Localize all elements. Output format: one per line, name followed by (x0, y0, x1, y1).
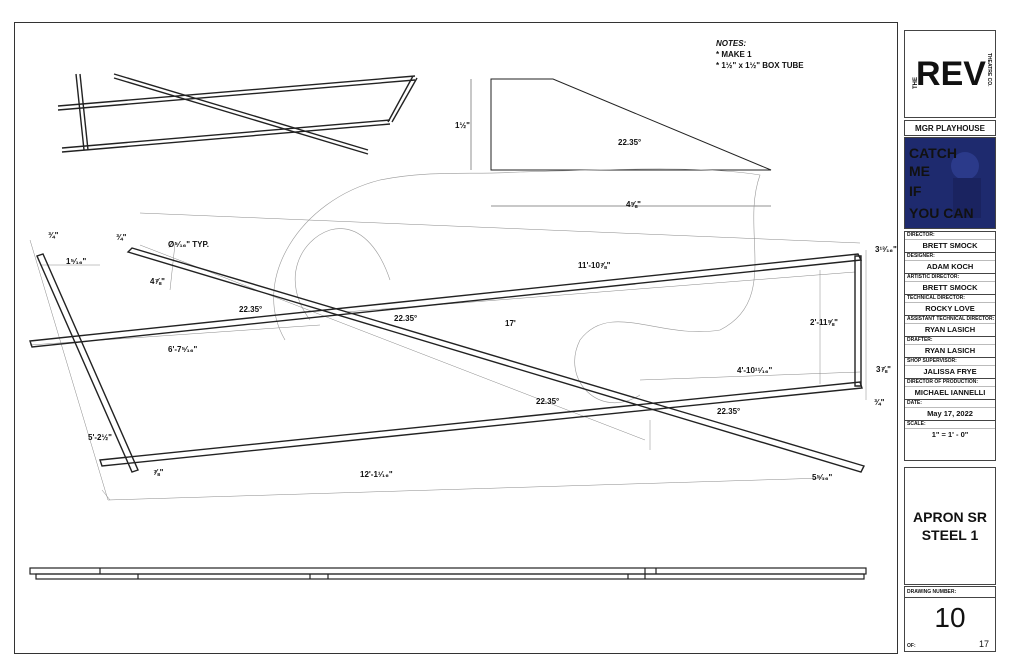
dim-left-leg: 5'-2½" (88, 433, 112, 442)
show-art-line: IF (909, 183, 922, 199)
credit-value: BRETT SMOCK (905, 239, 995, 252)
dim-bottom-mid: 4'-10¹¹⁄₁₆" (737, 366, 773, 375)
dim-right-low-tube: ¾" (874, 398, 885, 407)
dim-gusset-width: 4⅝" (626, 200, 641, 209)
credit-label: DRAFTER: (905, 336, 995, 344)
credit-value: 1" = 1' - 0" (905, 428, 995, 441)
credit-value: BRETT SMOCK (905, 281, 995, 294)
credit-value: RYAN LASICH (905, 344, 995, 357)
isometric-view (57, 73, 418, 155)
drawing-total: 17 (978, 639, 989, 649)
show-artwork: CATCH ME IF YOU CAN (904, 137, 996, 229)
drawing-frame (14, 22, 898, 654)
dim-tube-diag-inset: 4⅞" (150, 277, 165, 286)
drawing-of-label: OF: (907, 643, 916, 649)
steel-drawing: 1½" 22.35° 4⅝" Ø⁵⁄₁₆" TYP. ¾" 1⁵⁄₁₆" ¾" … (29, 73, 897, 580)
dim-right-post: 2'-11⅝" (810, 318, 838, 327)
drawing-title: APRON SR STEEL 1 (904, 467, 996, 585)
rev-logo: THE REV THEATRE CO. (913, 53, 992, 93)
dim-gusset-height: 1½" (455, 121, 470, 130)
plan-view (29, 567, 867, 580)
gusset-plate (490, 78, 772, 171)
credit-label: SCALE: (905, 420, 995, 428)
front-view (29, 247, 865, 473)
credit-value: JALISSA FRYE (905, 365, 995, 378)
dim-dia-typ: Ø⁵⁄₁₆" TYP. (168, 240, 209, 249)
dim-diag-length: 17' (505, 319, 516, 328)
credit-value: May 17, 2022 (905, 407, 995, 420)
logo-text: REV (916, 55, 986, 93)
credit-label: DIRECTOR: (907, 232, 935, 238)
dim-angle-b: 22.35° (394, 314, 417, 323)
credit-value: RYAN LASICH (905, 323, 995, 336)
dim-left-rail-part: 6'-7⁵⁄₁₆" (168, 345, 198, 354)
title-line: STEEL 1 (921, 527, 979, 543)
dim-top-right-offset: 3¹³⁄₁₆" (875, 245, 897, 254)
dim-tube-left-top: ¾" (48, 231, 59, 240)
logo-box: THE REV THEATRE CO. (904, 30, 996, 118)
notes-header: NOTES: (716, 39, 747, 48)
credit-value: ROCKY LOVE (905, 302, 995, 315)
dim-gusset-angle: 22.35° (618, 138, 641, 147)
credit-label: DIRECTOR OF PRODUCTION: (905, 378, 995, 386)
dim-diag-end: 5⁵⁄₁₆" (812, 473, 832, 482)
dim-right-low-offset: 3⅞" (876, 365, 891, 374)
credit-label: DATE: (905, 399, 995, 407)
dim-bottom-rail-length: 12'-1¹⁄₁₆" (360, 470, 393, 479)
credit-label: SHOP SUPERVISOR: (905, 357, 995, 365)
credit-label: ASSISTANT TECHNICAL DIRECTOR: (905, 315, 995, 322)
credit-label: ARTISTIC DIRECTOR: (905, 273, 995, 281)
title-line: APRON SR (913, 509, 987, 525)
dim-angle-d: 22.35° (717, 407, 740, 416)
credits-block: DIRECTOR: BRETT SMOCK DESIGNER: ADAM KOC… (904, 231, 996, 461)
notes-block: NOTES: * MAKE 1 * 1½" x 1½" BOX TUBE (716, 38, 804, 71)
note-item: * 1½" x 1½" BOX TUBE (716, 61, 804, 70)
dim-angle-c: 22.35° (536, 397, 559, 406)
dim-top-rail-length: 11'-10⅞" (578, 261, 611, 270)
venue-name: MGR PLAYHOUSE (904, 120, 996, 136)
logo-side-left: THE (913, 77, 919, 89)
note-item: * MAKE 1 (716, 50, 752, 59)
drawing-number-block: DRAWING NUMBER: 10 OF: 17 (904, 586, 996, 652)
drawing-number-label: DRAWING NUMBER: (905, 587, 995, 598)
credit-label: TECHNICAL DIRECTOR: (905, 294, 995, 302)
show-art-line: ME (909, 163, 930, 179)
show-art-line: YOU CAN (909, 205, 974, 221)
logo-side-right: THEATRE CO. (986, 53, 992, 87)
credit-value: MICHAEL IANNELLI (905, 386, 995, 399)
dim-tube-diag-top: ¾" (116, 233, 127, 242)
credit-value: ADAM KOCH (905, 260, 995, 273)
drawing-number: 10 (934, 602, 966, 633)
dim-tube-left-offset: 1⁵⁄₁₆" (66, 257, 86, 266)
show-art-line: CATCH (909, 145, 957, 161)
dim-angle-a: 22.35° (239, 305, 262, 314)
credit-label: DESIGNER: (905, 252, 995, 260)
dim-left-leg-bottom: ⅞" (153, 468, 164, 477)
